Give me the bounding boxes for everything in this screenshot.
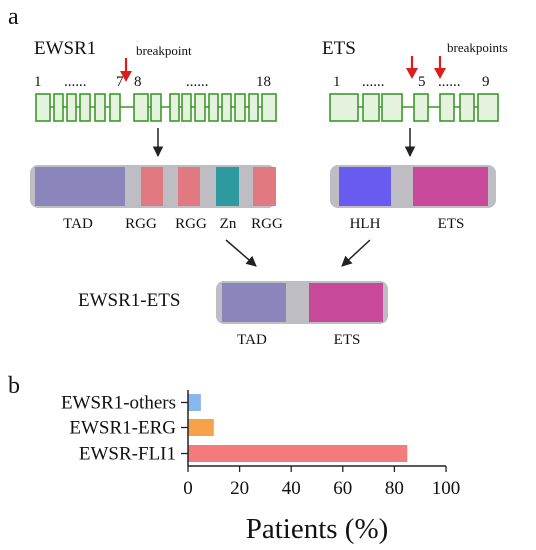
ewsr1-domain-rgg-1 — [141, 167, 163, 206]
ewsr1-domain-label: RGG — [251, 216, 283, 232]
ets-gene-label: ETS — [322, 38, 356, 59]
fusion-arrow-left-icon — [225, 239, 257, 267]
panel-a-label: a — [8, 4, 19, 30]
category-label: EWSR1-others — [61, 393, 176, 414]
ewsr1-domain-label: RGG — [175, 216, 207, 232]
ewsr1-breakpoint-arrow-icon — [120, 58, 132, 82]
ets-breakpoints-label: breakpoints — [447, 40, 508, 55]
ewsr1-breakpoint-label: breakpoint — [136, 43, 192, 58]
ewsr1-exon — [248, 93, 259, 122]
ewsr1-protein: TAD RGG RGG Zn RGG — [30, 165, 283, 232]
ets-gene: ETS breakpoints 1 ...... 5 ...... 9 — [322, 38, 508, 158]
ets-exon-number-first: 1 — [333, 74, 341, 90]
ets-exon — [459, 93, 475, 122]
ewsr1-exon — [261, 93, 277, 122]
ets-exon — [381, 93, 403, 122]
x-tick-label: 20 — [230, 478, 249, 499]
category-label: EWSR1-ERG — [69, 418, 176, 439]
ets-exon — [362, 93, 380, 122]
fusion-domain-tad — [222, 283, 286, 322]
ewsr1-exon — [35, 93, 51, 122]
ets-exon — [439, 93, 455, 122]
x-tick-label: 0 — [183, 478, 193, 499]
ewsr1-exon — [109, 93, 121, 122]
ewsr1-domain-rgg-3 — [253, 167, 276, 206]
ets-domain-label: ETS — [438, 216, 465, 232]
ewsr1-exon-number-7: 7 — [116, 74, 124, 90]
ets-exon — [329, 93, 359, 122]
x-tick-label: 60 — [333, 478, 352, 499]
fusion-arrow-right-icon — [341, 239, 371, 267]
ewsr1-exon — [234, 93, 246, 122]
ewsr1-exon-number-last: 18 — [256, 74, 271, 90]
ets-exon — [413, 93, 429, 122]
ewsr1-domain-label: Zn — [220, 216, 237, 232]
fusion-domain-label: TAD — [237, 332, 267, 348]
ewsr1-domain-tad — [35, 167, 125, 206]
ewsr1-exon-track — [35, 93, 277, 122]
ets-exon — [477, 93, 499, 122]
ets-breakpoint-arrow-icon — [434, 56, 446, 79]
x-tick-label: 100 — [432, 478, 461, 499]
x-tick-label: 40 — [282, 478, 301, 499]
ets-exon-number-last: 9 — [482, 74, 490, 90]
fusion-domain-label: ETS — [334, 332, 361, 348]
ewsr1-exon — [79, 93, 91, 122]
bar — [188, 419, 214, 436]
ewsr1-exon-dots-1: ...... — [64, 74, 87, 90]
bar — [188, 394, 201, 411]
ets-domain-hlh — [339, 167, 391, 206]
ewsr1-exon — [169, 93, 180, 122]
ewsr1-exon — [221, 93, 232, 122]
x-axis-label: Patients (%) — [246, 513, 389, 545]
ets-domain-label: HLH — [350, 216, 381, 232]
ets-exon-dots-2: ...... — [438, 74, 461, 90]
category-label: EWSR-FLI1 — [79, 444, 176, 465]
ets-domain-ets — [413, 167, 488, 206]
ewsr1-domain-zn — [216, 167, 239, 206]
ewsr1-domain-label: RGG — [125, 216, 157, 232]
ewsr1-exon — [150, 93, 162, 122]
ewsr1-exon-dots-2: ...... — [186, 74, 209, 90]
ets-exon-dots-1: ...... — [362, 74, 385, 90]
ewsr1-exon-number-8: 8 — [134, 74, 142, 90]
ewsr1-domain-label: TAD — [63, 216, 93, 232]
fusion-domain-ets — [309, 283, 383, 322]
bar — [188, 445, 408, 462]
ewsr1-gene: EWSR1 breakpoint 1 ...... 7 8 ...... 18 — [34, 38, 277, 158]
ets-exon-track — [329, 93, 499, 122]
ewsr1-exon — [181, 93, 192, 122]
ewsr1-exon — [66, 93, 77, 122]
ewsr1-exon — [208, 93, 219, 122]
panel-a: a EWSR1 breakpoint 1 ...... 7 8 ...... 1… — [8, 4, 508, 348]
ewsr1-domain-rgg-2 — [178, 167, 200, 206]
ewsr1-exon-number-first: 1 — [34, 74, 42, 90]
ets-breakpoint-arrow-icon — [406, 56, 418, 79]
fusion-protein: EWSR1-ETS TAD ETS — [78, 281, 388, 348]
ewsr1-gene-label: EWSR1 — [34, 38, 96, 59]
ewsr1-exon — [194, 93, 206, 122]
ewsr1-exon — [133, 93, 149, 122]
ewsr1-exon — [53, 93, 64, 122]
ewsr1-exon — [94, 93, 106, 122]
panel-b-label: b — [8, 373, 20, 399]
x-tick-label: 80 — [385, 478, 404, 499]
ets-exon-number-5: 5 — [418, 74, 426, 90]
ets-protein: HLH ETS — [330, 165, 496, 232]
fusion-label: EWSR1-ETS — [78, 290, 180, 311]
